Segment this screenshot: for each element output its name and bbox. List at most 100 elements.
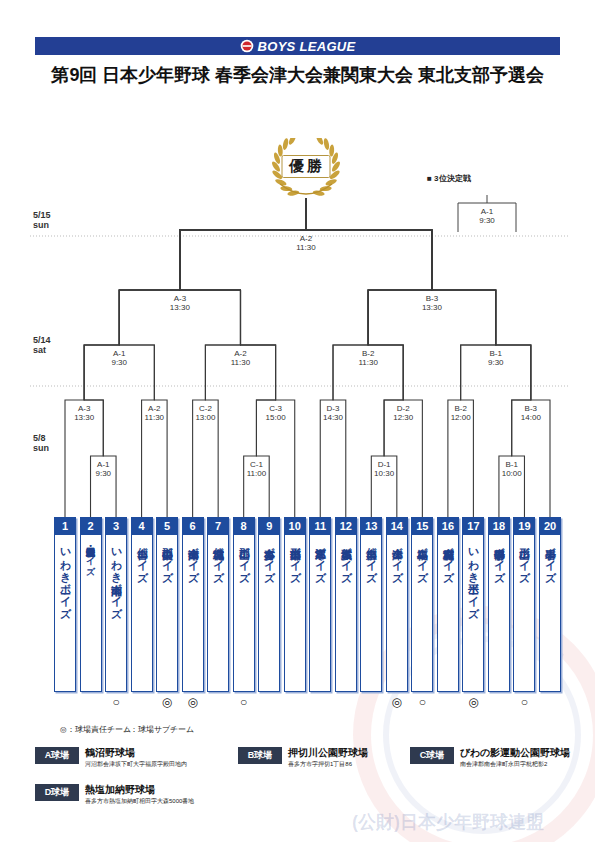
team-box: 8 郡山ボーイズ bbox=[233, 517, 255, 692]
bracket-line bbox=[84, 198, 306, 517]
host-mark: ◎ bbox=[159, 696, 175, 708]
third-place-heading: ■ 3位決定戦 bbox=[427, 173, 522, 184]
team-box: 5 郡山中央ボーイズ bbox=[156, 517, 178, 692]
venue-code: D球場 bbox=[35, 784, 79, 801]
match-label: A-2 11:30 bbox=[141, 404, 167, 422]
team-name: 福島ボーイズ bbox=[417, 540, 428, 688]
team-box: 1いわきボーイズ bbox=[54, 517, 76, 692]
host-mark: ○ bbox=[516, 696, 532, 708]
match-label: D-2 12:30 bbox=[390, 404, 416, 422]
team-name: 南会津ボーイズ bbox=[187, 540, 198, 688]
laurel-leaf bbox=[282, 138, 289, 150]
watermark: (公財)日本少年野球連盟 bbox=[352, 810, 582, 834]
team-name: 会津ボーイズ bbox=[391, 540, 402, 688]
page-title: 第9回 日本少年野球 春季会津大会兼関東大会 東北支部予選会 bbox=[8, 63, 588, 87]
date-label: 5/8 sun bbox=[33, 434, 57, 454]
match-label: A-1 9:30 bbox=[106, 349, 132, 367]
team-box: 7宮城仙北ボーイズ bbox=[207, 517, 229, 692]
bracket-line bbox=[180, 198, 306, 517]
venue-entry: C球場びわの影運動公園野球場南会津郡南会津町永田字枇杷影2 bbox=[410, 747, 590, 775]
team-number: 15 bbox=[412, 518, 432, 535]
team-box: 12多賀城ボーイズ bbox=[335, 517, 357, 692]
team-name: 寒河江ボーイズ bbox=[315, 540, 326, 688]
host-mark: ○ bbox=[236, 696, 252, 708]
team-number: 4 bbox=[132, 518, 152, 535]
team-number: 12 bbox=[336, 518, 356, 535]
champion-text: 優勝 bbox=[281, 155, 330, 178]
bracket-line bbox=[306, 198, 432, 517]
bracket-line bbox=[306, 198, 432, 517]
legend-entry: ◎：球場責任チーム bbox=[60, 725, 131, 735]
team-box: 3いわき湘南ボーイズ bbox=[105, 517, 127, 692]
team-box: 17 いわき平ボーイズ bbox=[462, 517, 484, 692]
team-number: 6 bbox=[183, 518, 203, 535]
team-name: 山形ボーイズ bbox=[519, 540, 530, 688]
team-number: 20 bbox=[540, 518, 560, 535]
match-label: B-2 11:30 bbox=[355, 349, 381, 367]
team-box: 20岩手ボーイズ bbox=[539, 517, 561, 692]
team-number: 17 bbox=[463, 518, 483, 535]
league-name: BOYS LEAGUE bbox=[258, 39, 356, 54]
team-box: 6 南会津ボーイズ bbox=[182, 517, 204, 692]
logo-bar bbox=[242, 45, 251, 47]
venue-code: A球場 bbox=[35, 747, 79, 764]
team-box: 16 宮城利府ボーイズ bbox=[437, 517, 459, 692]
team-name: 郡山ボーイズ bbox=[238, 540, 249, 688]
bracket-line bbox=[306, 198, 496, 517]
venue-name: 押切川公園野球場 bbox=[288, 747, 368, 760]
host-mark: ○ bbox=[108, 696, 124, 708]
third-place-bracket bbox=[458, 195, 516, 232]
team-number: 3 bbox=[106, 518, 126, 535]
team-name: 仙台泉ボーイズ bbox=[366, 540, 377, 688]
team-number: 11 bbox=[310, 518, 330, 535]
venue-address: 喜多方市熱塩加納町相田字大森5000番地 bbox=[85, 797, 194, 806]
bracket-line bbox=[306, 198, 432, 517]
venue-entry: A球場鶴沼野球場河沼郡会津坂下町大字福原字殿田地内 bbox=[35, 747, 215, 775]
venue-code: C球場 bbox=[410, 747, 454, 764]
logo-ring bbox=[240, 40, 253, 53]
team-number: 18 bbox=[489, 518, 509, 535]
team-number: 14 bbox=[387, 518, 407, 535]
team-number: 16 bbox=[438, 518, 458, 535]
venue-address: 喜多方市字押切1丁目86 bbox=[288, 760, 352, 769]
venue-code: B球場 bbox=[238, 747, 282, 764]
champion-laurel: 優勝 bbox=[258, 138, 354, 198]
match-label: B-2 12:00 bbox=[448, 404, 474, 422]
laurel-leaf bbox=[323, 138, 330, 150]
team-box: 18 岩手中部ボーイズ bbox=[488, 517, 510, 692]
day-guide bbox=[30, 386, 570, 387]
bracket-line bbox=[306, 198, 550, 517]
team-name: 岩手中部ボーイズ bbox=[493, 540, 504, 688]
date-label: 5/15 sun bbox=[33, 211, 57, 231]
header-band: BOYS LEAGUE bbox=[35, 37, 560, 55]
team-name: 郡山中央ボーイズ bbox=[162, 540, 173, 688]
match-label: B-1 9:30 bbox=[483, 349, 509, 367]
team-number: 5 bbox=[157, 518, 177, 535]
host-mark: ○ bbox=[414, 696, 430, 708]
team-number: 10 bbox=[285, 518, 305, 535]
team-name: 仙台ボーイズ bbox=[136, 540, 147, 688]
team-name: いわきボーイズ bbox=[59, 540, 70, 688]
team-box: 4 仙台ボーイズ bbox=[131, 517, 153, 692]
bracket-line bbox=[306, 198, 432, 517]
match-label: C-1 11:00 bbox=[243, 460, 269, 478]
bracket-line bbox=[180, 198, 306, 517]
team-box: 19山形ボーイズ bbox=[513, 517, 535, 692]
logo-core bbox=[242, 41, 251, 50]
venue-address: 南会津郡南会津町永田字枇杷影2 bbox=[460, 760, 547, 769]
team-name: 山形東部ボーイズ bbox=[289, 540, 300, 688]
team-name: いわき平ボーイズ bbox=[468, 540, 479, 688]
match-label: A-2 11:30 bbox=[227, 349, 253, 367]
team-name: 宮城利府ボーイズ bbox=[442, 540, 453, 688]
bracket-line bbox=[119, 198, 306, 517]
match-label: A-3 13:30 bbox=[71, 404, 97, 422]
team-number: 9 bbox=[259, 518, 279, 535]
team-name: 喜多方ボーイズ bbox=[264, 540, 275, 688]
match-label: B-3 13:30 bbox=[419, 294, 445, 312]
venue-entry: B球場押切川公園野球場喜多方市字押切1丁目86 bbox=[238, 747, 418, 775]
venue-name: びわの影運動公園野球場 bbox=[460, 747, 570, 760]
team-number: 8 bbox=[234, 518, 254, 535]
team-number: 7 bbox=[208, 518, 228, 535]
team-number: 2 bbox=[81, 518, 101, 535]
venue-entry: D球場熱塩加納野球場喜多方市熱塩加納町相田字大森5000番地 bbox=[35, 784, 215, 812]
